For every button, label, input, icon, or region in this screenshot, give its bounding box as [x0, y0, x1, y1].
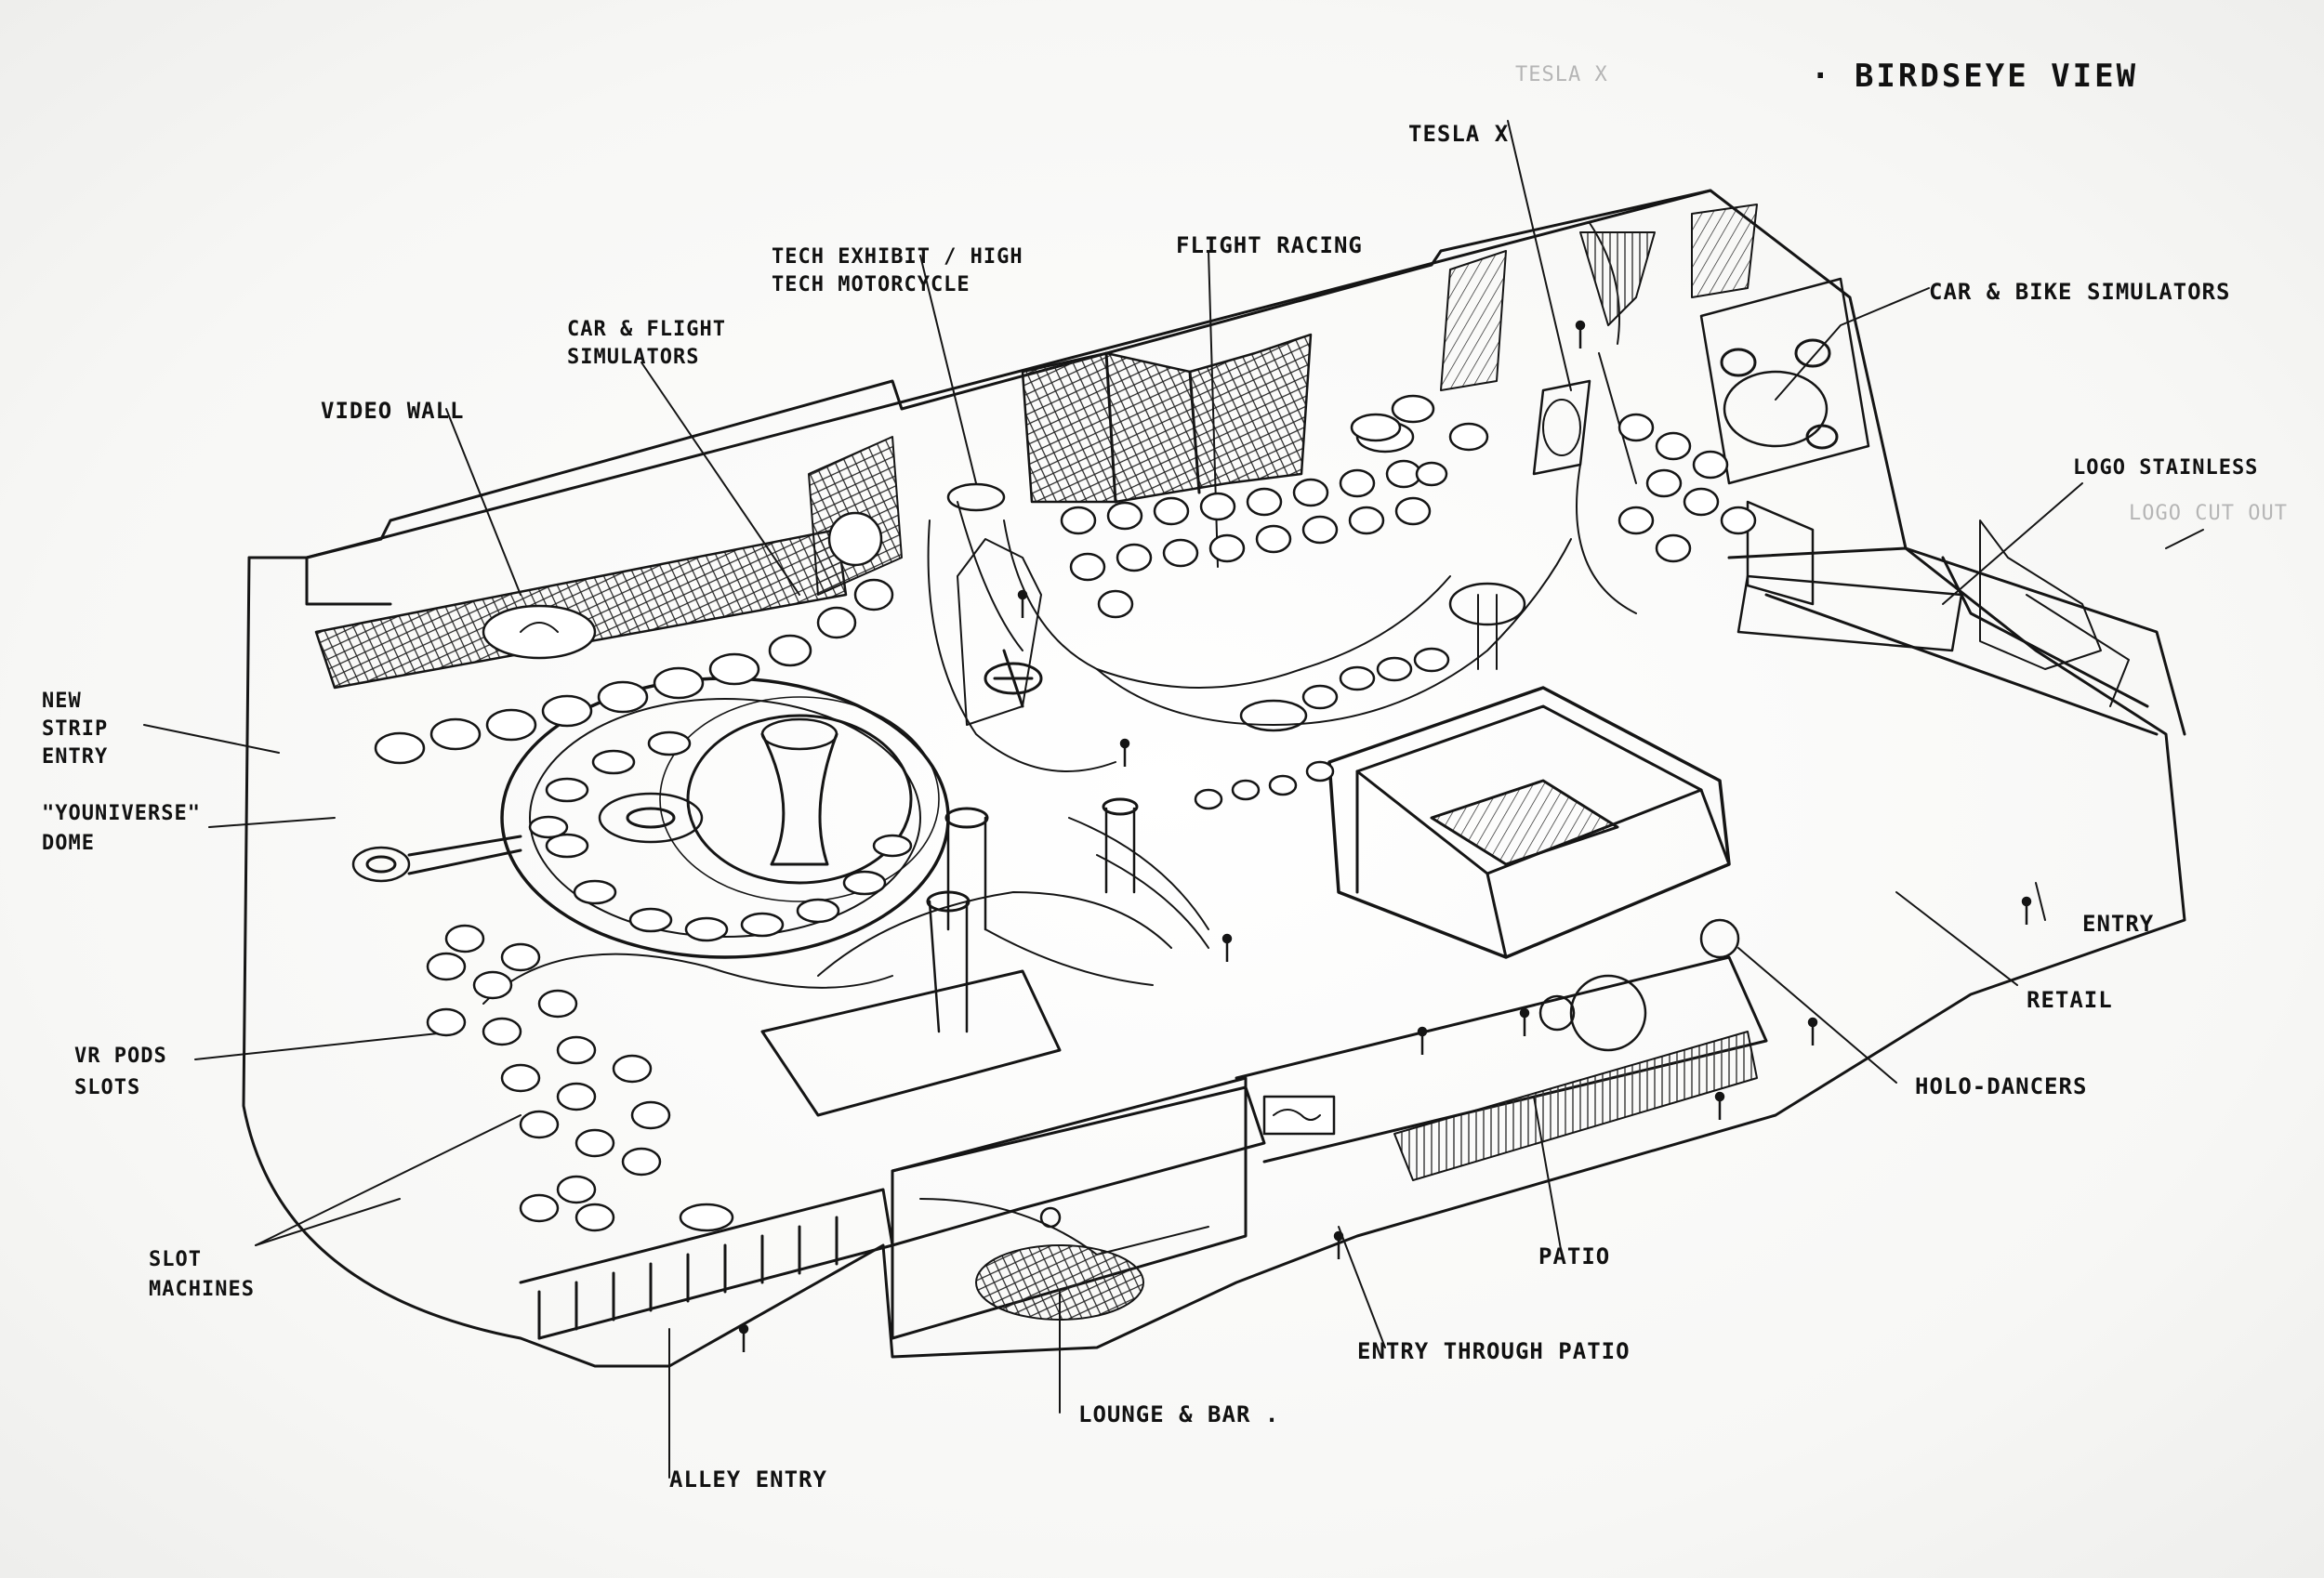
people-figures: [738, 320, 2032, 1352]
label-entry: ENTRY: [2082, 911, 2155, 937]
label-car-bike-simulators: CAR & BIKE SIMULATORS: [1929, 279, 2231, 305]
label-slot-machines: SLOT MACHINES: [149, 1248, 255, 1301]
label-lounge-bar: LOUNGE & BAR .: [1078, 1401, 1280, 1427]
label-tech-exhibit: TECH EXHIBIT / HIGH TECH MOTORCYCLE: [772, 245, 1023, 296]
label-entry-through-patio: ENTRY THROUGH PATIO: [1357, 1338, 1631, 1364]
label-younverse-dome: "YOUNIVERSE" DOME: [42, 802, 201, 855]
label-tesla-x: TESLA X: [1408, 121, 1510, 147]
faint-tesla-sketch-label: TESLA X: [1515, 63, 1608, 86]
label-holo-dancers: HOLO-DANCERS: [1915, 1073, 2088, 1099]
label-flight-racing: FLIGHT RACING: [1176, 232, 1363, 258]
leader-lines: [143, 120, 2204, 1479]
label-video-wall: VIDEO WALL: [321, 398, 465, 424]
label-new-strip-entry: NEW STRIP ENTRY: [42, 690, 109, 769]
label-vr-pods-slots: VR PODS SLOTS: [74, 1045, 167, 1099]
flight-racing-screen: [1021, 333, 1313, 504]
faint-logo-cutout-label: LOGO CUT OUT: [2129, 502, 2288, 525]
label-logo-stainless: LOGO STAINLESS: [2073, 456, 2259, 480]
building-outline: [242, 189, 2186, 1368]
label-alley-entry: ALLEY ENTRY: [669, 1466, 827, 1493]
page-title: · BIRDSEYE VIEW: [1811, 58, 2139, 95]
tesla-car: [1532, 379, 1591, 476]
label-patio: PATIO: [1538, 1243, 1611, 1269]
seat-pods: [374, 394, 1757, 1232]
label-retail: RETAIL: [2027, 987, 2113, 1013]
label-car-flight-simulators: CAR & FLIGHT SIMULATORS: [567, 318, 726, 369]
video-wall: [314, 528, 848, 690]
